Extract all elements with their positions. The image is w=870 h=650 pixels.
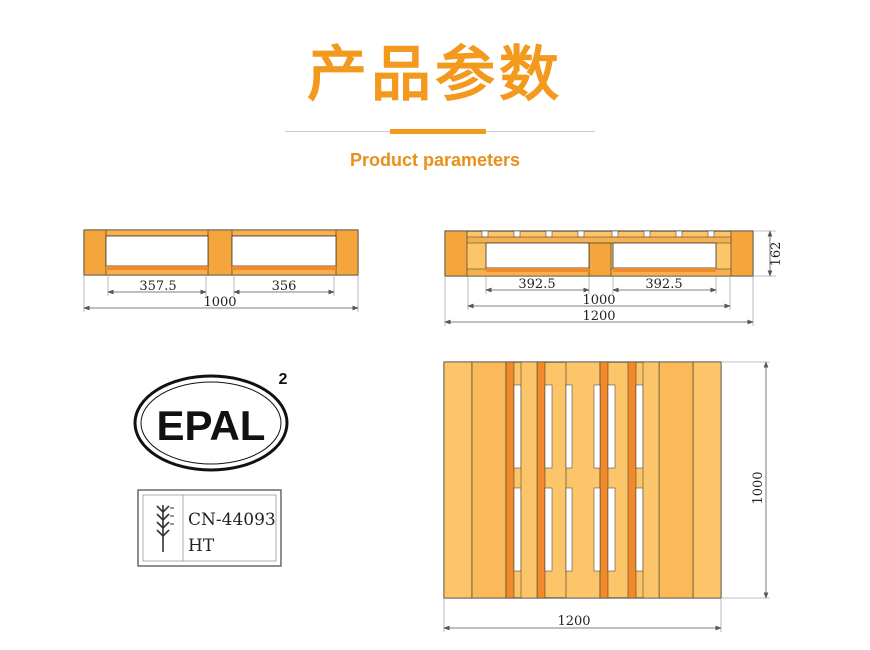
top-view-drawing: 1200 1000 xyxy=(443,361,770,632)
front-dim-left-opening: 392.5 xyxy=(518,277,555,292)
front-dim-inner-width: 1000 xyxy=(582,293,615,308)
side-view-drawing: 357.5 356 1000 xyxy=(83,229,359,312)
epal-logo-text: EPAL xyxy=(157,402,266,449)
top-dim-depth: 1000 xyxy=(751,471,766,504)
epal-logo: EPAL 2 xyxy=(133,371,289,472)
title-divider-accent xyxy=(390,129,486,134)
ippc-code: CN-44093 xyxy=(188,510,276,530)
front-dim-height: 162 xyxy=(769,242,784,267)
top-dim-width: 1200 xyxy=(557,614,590,629)
ippc-treatment: HT xyxy=(188,536,215,556)
side-dim-length: 1000 xyxy=(203,295,236,310)
front-view-drawing: 392.5 392.5 1000 1200 162 xyxy=(444,230,784,326)
ippc-mark: CN-44093 HT xyxy=(137,489,282,567)
front-dim-right-opening: 392.5 xyxy=(645,277,682,292)
epal-logo-superscript: 2 xyxy=(279,371,288,388)
side-dim-right-opening: 356 xyxy=(272,279,297,294)
front-dim-width: 1200 xyxy=(582,309,615,324)
title-english: Product parameters xyxy=(349,150,521,170)
wheat-icon xyxy=(156,505,174,552)
title-chinese: 产品参数 xyxy=(307,40,563,110)
side-dim-left-opening: 357.5 xyxy=(139,279,176,294)
